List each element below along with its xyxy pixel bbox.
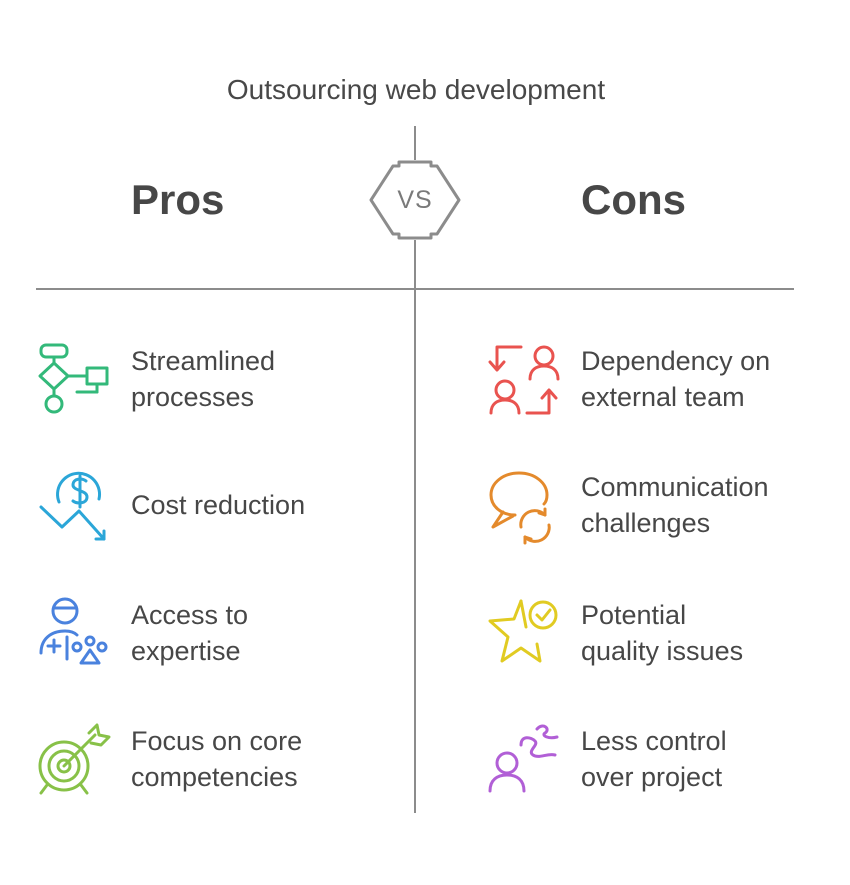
pro-label-line1: Access to [131,600,249,630]
pros-heading: Pros [131,176,225,223]
pro-item-streamlined-processes: Streamlined processes [37,343,337,433]
cons-heading: Cons [581,176,686,223]
con-label-line2: challenges [581,508,711,538]
dollar-decrease-icon [37,469,113,545]
con-item-communication-challenges: Communication challenges [487,469,787,559]
pro-item-cost-reduction: Cost reduction [37,469,337,559]
page-title: Outsourcing web development [226,74,606,105]
user-path-icon [487,723,563,799]
con-label-line1: Potential [581,600,687,630]
con-item-dependency-on-external-team: Dependency on external team [487,343,787,433]
chat-refresh-icon [487,469,563,545]
vs-badge: VS [367,160,463,240]
target-arrow-icon [37,723,113,799]
pro-label-line2: processes [131,382,255,412]
con-label-line1: Dependency on [581,346,771,376]
con-item-less-control-over-project: Less control over project [487,723,787,813]
pro-label-line2: competencies [131,762,298,792]
con-label-line1: Less control [581,726,727,756]
con-label-line2: external team [581,382,745,412]
pro-item-access-to-expertise: Access to expertise [37,597,337,687]
con-label-line1: Communication [581,472,769,502]
vertical-divider [414,126,416,813]
double-arrow-icon [369,160,461,240]
expert-network-icon [37,597,113,673]
con-label-line2: quality issues [581,636,744,666]
flowchart-icon [37,343,113,419]
pro-item-focus-on-core-competencies: Focus on core competencies [37,723,337,813]
con-label-line2: over project [581,762,723,792]
star-check-icon [487,597,563,673]
pro-label-line2: expertise [131,636,241,666]
pro-label-line1: Streamlined [131,346,276,376]
pro-label-line1: Focus on core [131,726,303,756]
horizontal-divider [36,288,794,290]
pro-label-line1: Cost reduction [131,490,306,520]
user-exchange-icon [487,343,563,419]
con-item-potential-quality-issues: Potential quality issues [487,597,787,687]
vs-label: VS [397,186,433,214]
